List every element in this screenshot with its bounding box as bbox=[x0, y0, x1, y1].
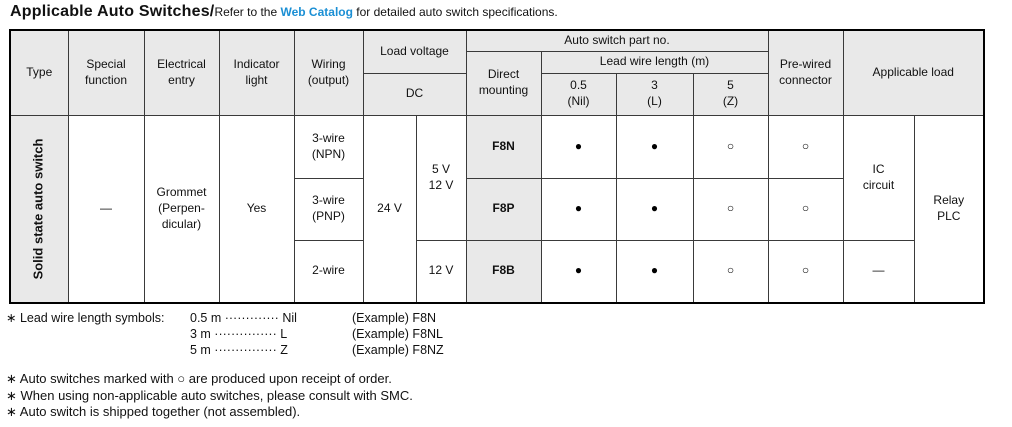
lead-wire-example: (Example) F8N bbox=[352, 311, 437, 325]
indicator-light-cell: Yes bbox=[218, 114, 295, 304]
note-line: ∗ When using non-applicable auto switche… bbox=[6, 387, 413, 403]
availability-cell: ○ bbox=[692, 114, 769, 179]
lead-wire-footnote-label: ∗ Lead wire length symbols: bbox=[6, 311, 165, 325]
header-electrical-entry: Electrical entry bbox=[143, 29, 220, 116]
electrical-entry-cell: Grommet (Perpen- dicular) bbox=[143, 114, 220, 304]
header-special-function: Special function bbox=[67, 29, 145, 116]
ic-circuit-cell: IC circuit bbox=[842, 114, 915, 241]
note-line: ∗ Auto switches marked with ○ are produc… bbox=[6, 371, 392, 386]
availability-cell: ● bbox=[615, 239, 694, 304]
ic-none-cell: — bbox=[842, 239, 915, 304]
availability-cell: ● bbox=[615, 177, 694, 241]
lead-wire-mappings: 0.5 m ············· Nil 3 m ············… bbox=[190, 310, 352, 358]
availability-cell: ● bbox=[540, 239, 617, 304]
refer-text-suffix: for detailed auto switch specifications. bbox=[352, 5, 558, 19]
header-lead-05-nil: 0.5 (Nil) bbox=[540, 72, 617, 116]
relay-plc-cell: Relay PLC bbox=[913, 114, 985, 304]
web-catalog-link[interactable]: Web Catalog bbox=[280, 5, 353, 19]
availability-cell: ● bbox=[615, 114, 694, 179]
section-heading: Applicable Auto Switches/ bbox=[10, 3, 215, 20]
lead-wire-example: (Example) F8NZ bbox=[352, 343, 444, 357]
availability-cell: ● bbox=[540, 177, 617, 241]
type-cell: Solid state auto switch bbox=[9, 114, 69, 304]
lead-wire-example: (Example) F8NL bbox=[352, 327, 443, 341]
lead-wire-mapping: 0.5 m ············· Nil bbox=[190, 311, 297, 325]
header-dc: DC bbox=[362, 72, 467, 116]
lead-wire-footnote: ∗ Lead wire length symbols: 0.5 m ······… bbox=[6, 310, 444, 358]
wiring-cell: 2-wire bbox=[293, 239, 364, 304]
wiring-cell: 3-wire (NPN) bbox=[293, 114, 364, 179]
part-no-cell: F8P bbox=[465, 177, 542, 241]
availability-cell: ○ bbox=[767, 114, 844, 179]
availability-cell: ● bbox=[540, 114, 617, 179]
availability-cell: ○ bbox=[767, 239, 844, 304]
header-lead-3-l: 3 (L) bbox=[615, 72, 694, 116]
refer-text-prefix: Refer to the bbox=[214, 5, 281, 19]
part-no-cell: F8N bbox=[465, 114, 542, 179]
header-pre-wired-connector: Pre-wired connector bbox=[767, 29, 844, 116]
page-title: Applicable Auto Switches/Refer to the We… bbox=[10, 3, 558, 21]
availability-cell: ○ bbox=[692, 177, 769, 241]
type-label-vertical: Solid state auto switch bbox=[30, 138, 46, 280]
availability-cell: ○ bbox=[692, 239, 769, 304]
voltage-24v-cell: 24 V bbox=[362, 114, 417, 304]
voltage-5v-12v-cell: 5 V 12 V bbox=[415, 114, 467, 241]
lead-wire-mapping: 3 m ··············· L bbox=[190, 327, 288, 341]
lead-wire-examples: (Example) F8N (Example) F8NL (Example) F… bbox=[352, 310, 444, 358]
header-type: Type bbox=[9, 29, 69, 116]
special-function-cell: — bbox=[67, 114, 145, 304]
part-no-cell: F8B bbox=[465, 239, 542, 304]
header-direct-mounting: Direct mounting bbox=[465, 50, 542, 116]
lead-wire-mapping: 5 m ··············· Z bbox=[190, 343, 288, 357]
availability-cell: ○ bbox=[767, 177, 844, 241]
header-applicable-load: Applicable load bbox=[842, 29, 985, 116]
wiring-cell: 3-wire (PNP) bbox=[293, 177, 364, 241]
note-line: ∗ Auto switch is shipped together (not a… bbox=[6, 404, 301, 419]
header-wiring-output: Wiring (output) bbox=[293, 29, 364, 116]
notes-block: ∗ Auto switches marked with ○ are produc… bbox=[6, 371, 413, 421]
header-indicator-light: Indicator light bbox=[218, 29, 295, 116]
header-lead-5-z: 5 (Z) bbox=[692, 72, 769, 116]
auto-switch-spec-table: Type Special function Electrical entry I… bbox=[9, 29, 985, 304]
header-lead-wire-length: Lead wire length (m) bbox=[540, 50, 769, 74]
header-load-voltage: Load voltage bbox=[362, 29, 467, 74]
header-auto-switch-part-no: Auto switch part no. bbox=[465, 29, 769, 52]
voltage-12v-cell: 12 V bbox=[415, 239, 467, 304]
